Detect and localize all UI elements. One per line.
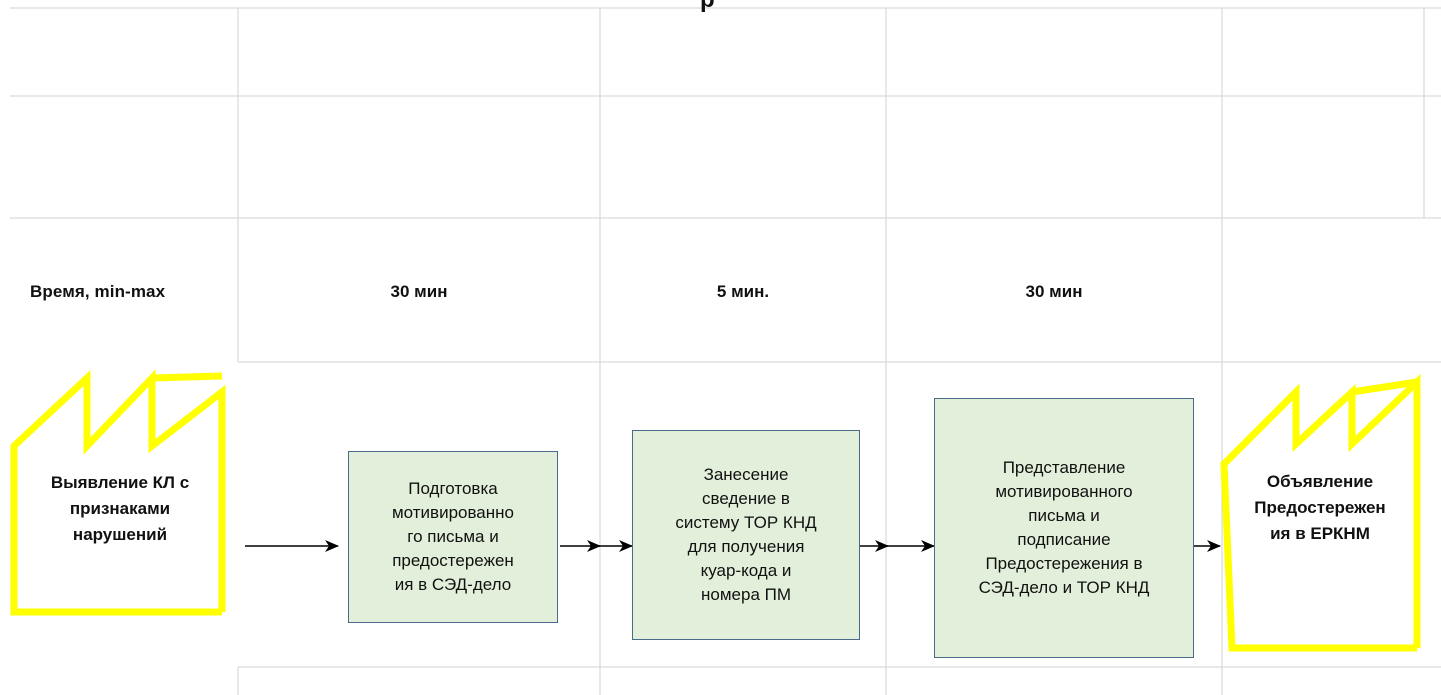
time-value-step1: 30 мин	[390, 282, 448, 301]
start-event-roof-line	[151, 372, 223, 382]
process-step-2: Занесение сведение в систему ТОР КНД для…	[632, 430, 860, 640]
process-step-1: Подготовка мотивированно го письма и пре…	[348, 451, 558, 623]
time-value-step3: 30 мин	[1025, 282, 1083, 301]
grid-lines	[10, 7, 1441, 695]
end-event-label: Объявление Предостережен ия в ЕРКНМ	[1254, 472, 1386, 543]
header-fragment: р	[700, 0, 715, 14]
start-event-label: Выявление КЛ с признаками нарушений	[50, 473, 190, 544]
process-step-3: Представление мотивированного письма и п…	[934, 398, 1194, 658]
time-value-step2: 5 мин.	[716, 282, 770, 301]
start-event-shape	[10, 369, 226, 616]
time-row-label: Время, min-max	[30, 282, 166, 301]
end-event-shape	[1220, 373, 1421, 652]
end-event-roof-line	[1351, 378, 1418, 396]
